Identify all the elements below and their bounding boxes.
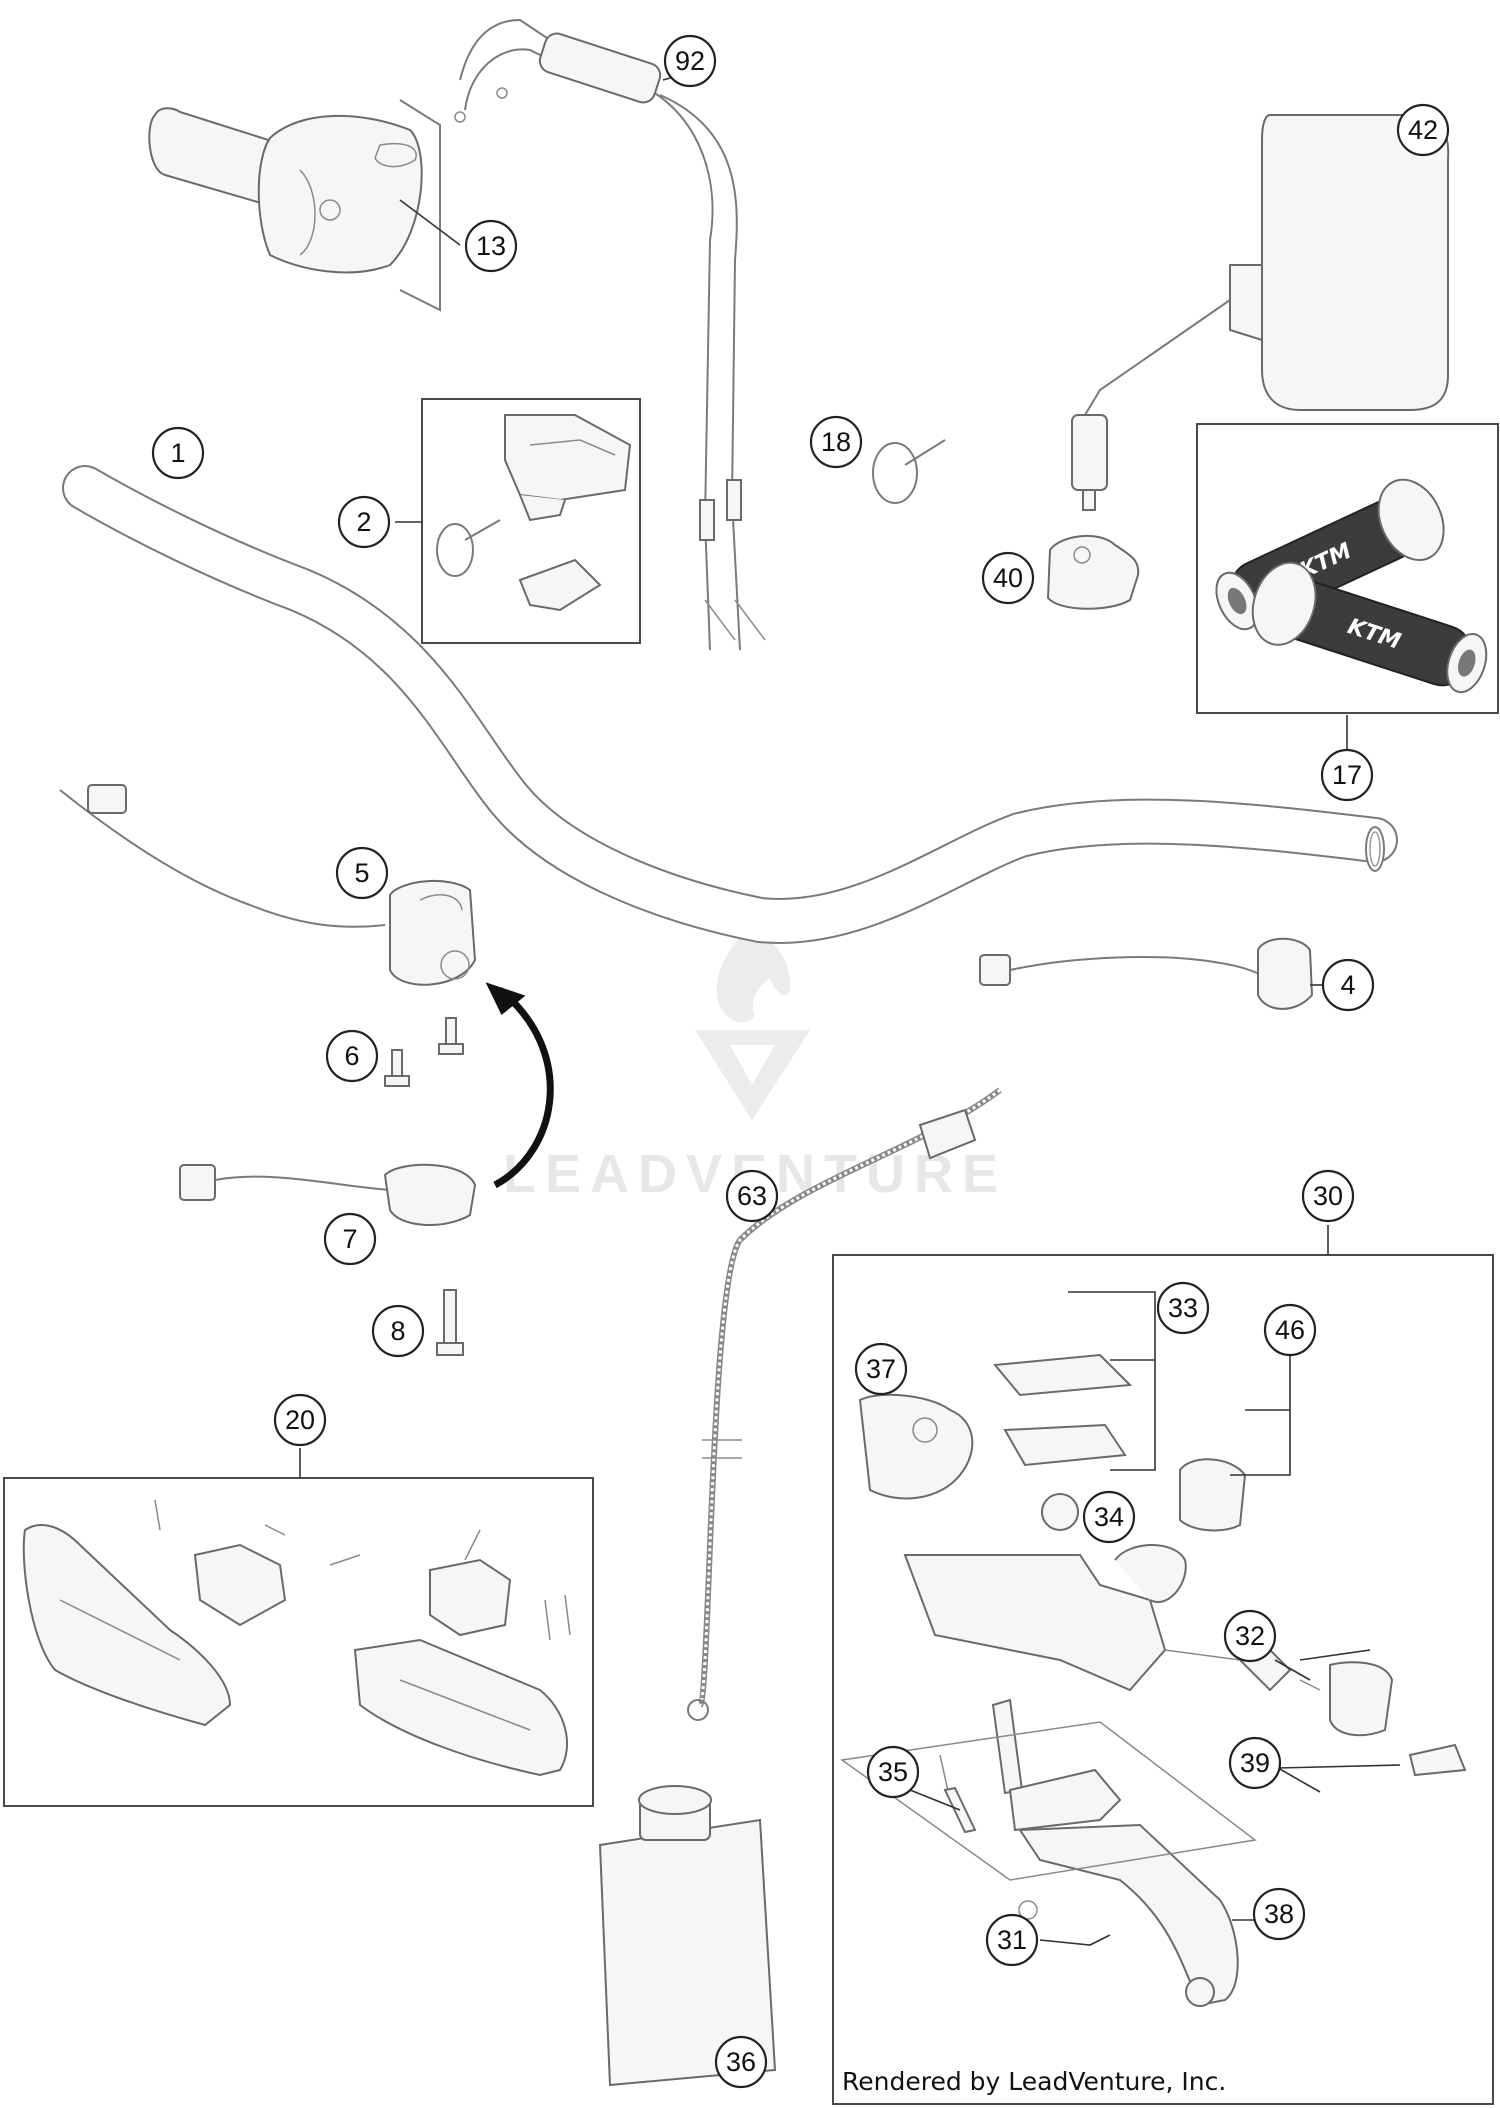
switch-left xyxy=(59,784,477,986)
callout-38: 38 xyxy=(1252,1887,1306,1941)
callout-20-label: 20 xyxy=(285,1405,315,1435)
callout-30-label: 30 xyxy=(1313,1181,1343,1211)
callout-46-label: 46 xyxy=(1275,1315,1305,1345)
callout-63-label: 63 xyxy=(737,1181,767,1211)
callout-63: 63 xyxy=(725,1169,779,1223)
watermark-flame-icon xyxy=(716,920,791,1023)
callout-40: 40 xyxy=(981,551,1035,605)
callout-6-label: 6 xyxy=(344,1041,359,1071)
screws-6 xyxy=(384,1017,464,1087)
callout-18-label: 18 xyxy=(821,427,851,457)
callout-37-label: 37 xyxy=(866,1354,896,1384)
part-17-box: KTM KTM xyxy=(1196,423,1499,714)
callout-42-label: 42 xyxy=(1408,115,1438,145)
callout-33-label: 33 xyxy=(1168,1293,1198,1323)
callout-40-label: 40 xyxy=(993,563,1023,593)
callout-92-label: 92 xyxy=(675,46,705,76)
callout-4-label: 4 xyxy=(1340,970,1355,1000)
callout-37: 37 xyxy=(854,1342,908,1396)
callout-33: 33 xyxy=(1156,1281,1210,1335)
callout-1-label: 1 xyxy=(170,438,185,468)
callout-5: 5 xyxy=(335,846,389,900)
throttle-cables xyxy=(454,18,766,651)
callout-18: 18 xyxy=(809,415,863,469)
callout-13-label: 13 xyxy=(476,231,506,261)
switch-right xyxy=(179,1163,477,1226)
callout-39: 39 xyxy=(1228,1736,1282,1790)
assembly-arrow xyxy=(485,982,554,1189)
callout-92: 92 xyxy=(663,34,717,88)
screw-8 xyxy=(436,1289,464,1356)
callout-6: 6 xyxy=(325,1029,379,1083)
callout-13: 13 xyxy=(464,219,518,273)
brake-fluid-bottle xyxy=(598,1785,777,2087)
mirror xyxy=(1071,114,1450,511)
brake-line xyxy=(687,1087,1002,1721)
cable-tie xyxy=(872,439,946,504)
part-2-box xyxy=(421,398,641,644)
callout-7: 7 xyxy=(323,1212,377,1266)
callout-5-label: 5 xyxy=(354,858,369,888)
callout-32: 32 xyxy=(1223,1609,1277,1663)
callout-36-label: 36 xyxy=(726,2047,756,2077)
callout-30: 30 xyxy=(1301,1169,1355,1223)
callout-2: 2 xyxy=(337,495,391,549)
callout-31-label: 31 xyxy=(997,1925,1027,1955)
callout-4: 4 xyxy=(1321,958,1375,1012)
grip-lower: KTM xyxy=(1251,561,1488,694)
callout-38-label: 38 xyxy=(1264,1899,1294,1929)
callout-39-label: 39 xyxy=(1240,1748,1270,1778)
callout-34-label: 34 xyxy=(1094,1502,1124,1532)
callout-36: 36 xyxy=(714,2035,768,2089)
throttle-grip xyxy=(148,99,441,312)
callout-1: 1 xyxy=(151,426,205,480)
callout-7-label: 7 xyxy=(342,1224,357,1254)
watermark-v-icon xyxy=(695,1030,810,1120)
callout-20: 20 xyxy=(273,1393,327,1447)
callout-17: 17 xyxy=(1320,748,1374,802)
handlebar xyxy=(62,465,1398,944)
callout-17-label: 17 xyxy=(1332,760,1362,790)
watermark: LEADVENTURE xyxy=(503,920,998,1204)
kill-switch xyxy=(979,937,1314,1010)
part-30-box xyxy=(832,1254,1494,2105)
leader-lines xyxy=(299,67,1401,1946)
callout-8: 8 xyxy=(371,1304,425,1358)
callout-31: 31 xyxy=(985,1913,1039,1967)
part-20-box xyxy=(3,1477,594,1807)
callout-46: 46 xyxy=(1263,1303,1317,1357)
callout-42: 42 xyxy=(1396,103,1450,157)
mirror-clamp xyxy=(1046,534,1140,610)
callout-34: 34 xyxy=(1082,1490,1136,1544)
callout-35-label: 35 xyxy=(878,1757,908,1787)
callouts: 1 2 4 5 6 7 8 13 17 18 20 30 31 32 33 34… xyxy=(151,34,1450,2089)
footer-credit: Rendered by LeadVenture, Inc. xyxy=(842,2067,1226,2096)
callout-35: 35 xyxy=(866,1745,920,1799)
callout-8-label: 8 xyxy=(390,1316,405,1346)
callout-2-label: 2 xyxy=(356,507,371,537)
callout-32-label: 32 xyxy=(1235,1621,1265,1651)
